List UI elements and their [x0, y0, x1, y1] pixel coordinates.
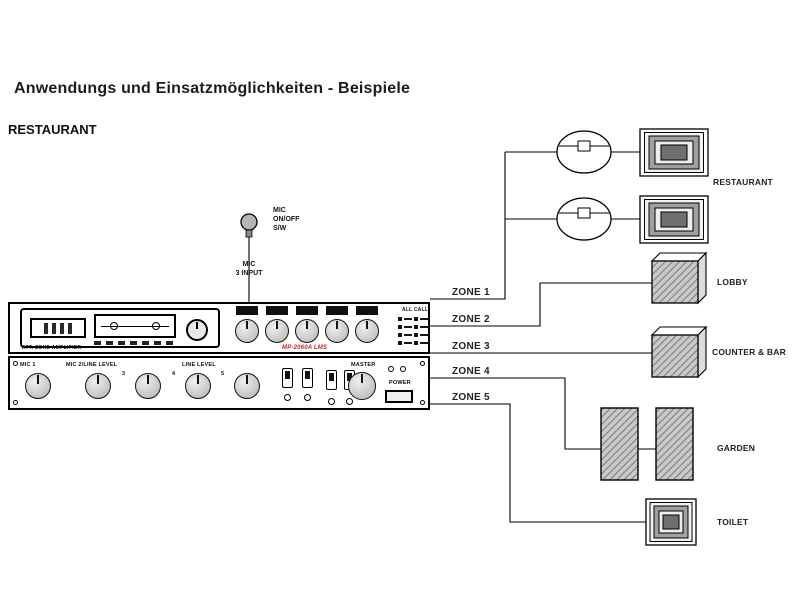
channel-module — [296, 306, 318, 315]
line-level-label: LINE LEVEL — [182, 362, 216, 368]
zone-label-1: ZONE 1 — [452, 287, 490, 298]
display-segment — [60, 322, 64, 334]
amplifier-model-label: MP-2060A LMS — [282, 345, 328, 351]
line-knob — [135, 373, 161, 399]
indicator-leds — [382, 317, 428, 321]
indicator-leds — [382, 341, 428, 345]
master-label: MASTER — [351, 362, 376, 368]
channel — [325, 306, 349, 343]
mic-switch-label: MIC ON/OFF S/W — [273, 207, 300, 233]
display-segment — [68, 322, 72, 334]
page-title: Anwendungs und Einsatzmöglichkeiten - Be… — [14, 80, 411, 97]
line-knob — [234, 373, 260, 399]
wall-speaker-icon — [645, 498, 697, 546]
display-segment — [44, 322, 48, 334]
zone-label-4: ZONE 4 — [452, 366, 490, 377]
area-label-garden: GARDEN — [717, 443, 756, 453]
wall-speaker-icon — [639, 128, 709, 177]
area-label-lobby: LOBBY — [717, 277, 748, 287]
channel-number: 5 — [221, 371, 225, 377]
column-speaker-icon — [600, 407, 639, 481]
column-speaker-icon — [655, 407, 694, 481]
tape-line — [101, 325, 169, 327]
microphone-icon — [240, 213, 258, 238]
box-speaker-icon — [650, 325, 708, 379]
zone2-wire — [430, 282, 652, 327]
channel — [295, 306, 319, 343]
channel-module — [236, 306, 258, 315]
channel-module — [326, 306, 348, 315]
area-label-toilet: TOILET — [717, 517, 749, 527]
zone-label-5: ZONE 5 — [452, 392, 490, 403]
zone5-wire — [430, 403, 646, 523]
deck-display — [30, 318, 86, 338]
display-segment — [52, 322, 56, 334]
power-led — [400, 366, 406, 372]
switch-led — [328, 398, 335, 405]
screw-icon — [420, 400, 425, 405]
connection-wires — [248, 151, 656, 523]
channel-knob — [325, 319, 349, 343]
channel-knob — [265, 319, 289, 343]
switch-led — [284, 394, 291, 401]
channel-number: 3 — [122, 371, 126, 377]
power-led — [388, 366, 394, 372]
ceiling-speaker-icon — [556, 197, 612, 241]
switch-led — [304, 394, 311, 401]
ceiling-speaker-icon — [556, 130, 612, 174]
mic2-line-label: MIC 2/LINE LEVEL — [66, 362, 118, 368]
channel — [355, 306, 379, 343]
power-label: POWER — [389, 380, 411, 386]
zone1-wire — [430, 152, 506, 300]
zone4-wire — [430, 377, 601, 450]
channel-number: 4 — [172, 371, 176, 377]
mic1-knob — [25, 373, 51, 399]
toggle-switch — [282, 368, 293, 388]
power-button — [385, 390, 413, 403]
amplifier-name-label: ATT. ZONE AMPLIFIER — [22, 345, 82, 351]
screw-icon — [420, 361, 425, 366]
mic-input-label: MIC 3 INPUT — [235, 261, 263, 278]
master-knob — [348, 372, 376, 400]
line-knob — [185, 373, 211, 399]
channel-knob — [295, 319, 319, 343]
switch-led — [346, 398, 353, 405]
channel — [235, 306, 259, 343]
channel-knob — [355, 319, 379, 343]
area-label-counter-bar: COUNTER & BAR — [712, 347, 786, 357]
mic1-label: MIC 1 — [20, 362, 36, 368]
mic2-knob — [85, 373, 111, 399]
deck-buttons — [94, 341, 176, 345]
indicator-leds — [382, 333, 428, 337]
screw-icon — [13, 361, 18, 366]
zone-channel-strip — [235, 306, 379, 343]
toggle-switch — [326, 370, 337, 390]
all-call-label: ALL CALL — [402, 307, 428, 313]
wall-speaker-icon — [639, 195, 709, 244]
all-call-block: ALL CALL — [382, 307, 428, 345]
amplifier-top-unit: ALL CALL ATT. ZONE AMPLIFIER MP-2060A LM… — [8, 302, 430, 354]
box-speaker-icon — [650, 251, 708, 305]
area-label-restaurant: RESTAURANT — [713, 177, 773, 187]
cassette-slot — [94, 314, 176, 338]
toggle-switch — [302, 368, 313, 388]
scenario-label: RESTAURANT — [8, 122, 97, 137]
zone-label-2: ZONE 2 — [452, 314, 490, 325]
channel-knob — [235, 319, 259, 343]
deck-knob — [186, 319, 208, 341]
channel-module — [356, 306, 378, 315]
zone-label-3: ZONE 3 — [452, 341, 490, 352]
channel — [265, 306, 289, 343]
screw-icon — [13, 400, 18, 405]
channel-module — [266, 306, 288, 315]
indicator-leds — [382, 325, 428, 329]
cassette-deck-panel — [20, 308, 220, 348]
amplifier-bottom-unit: MIC 1 MIC 2/LINE LEVEL LINE LEVEL MASTER… — [8, 356, 430, 410]
